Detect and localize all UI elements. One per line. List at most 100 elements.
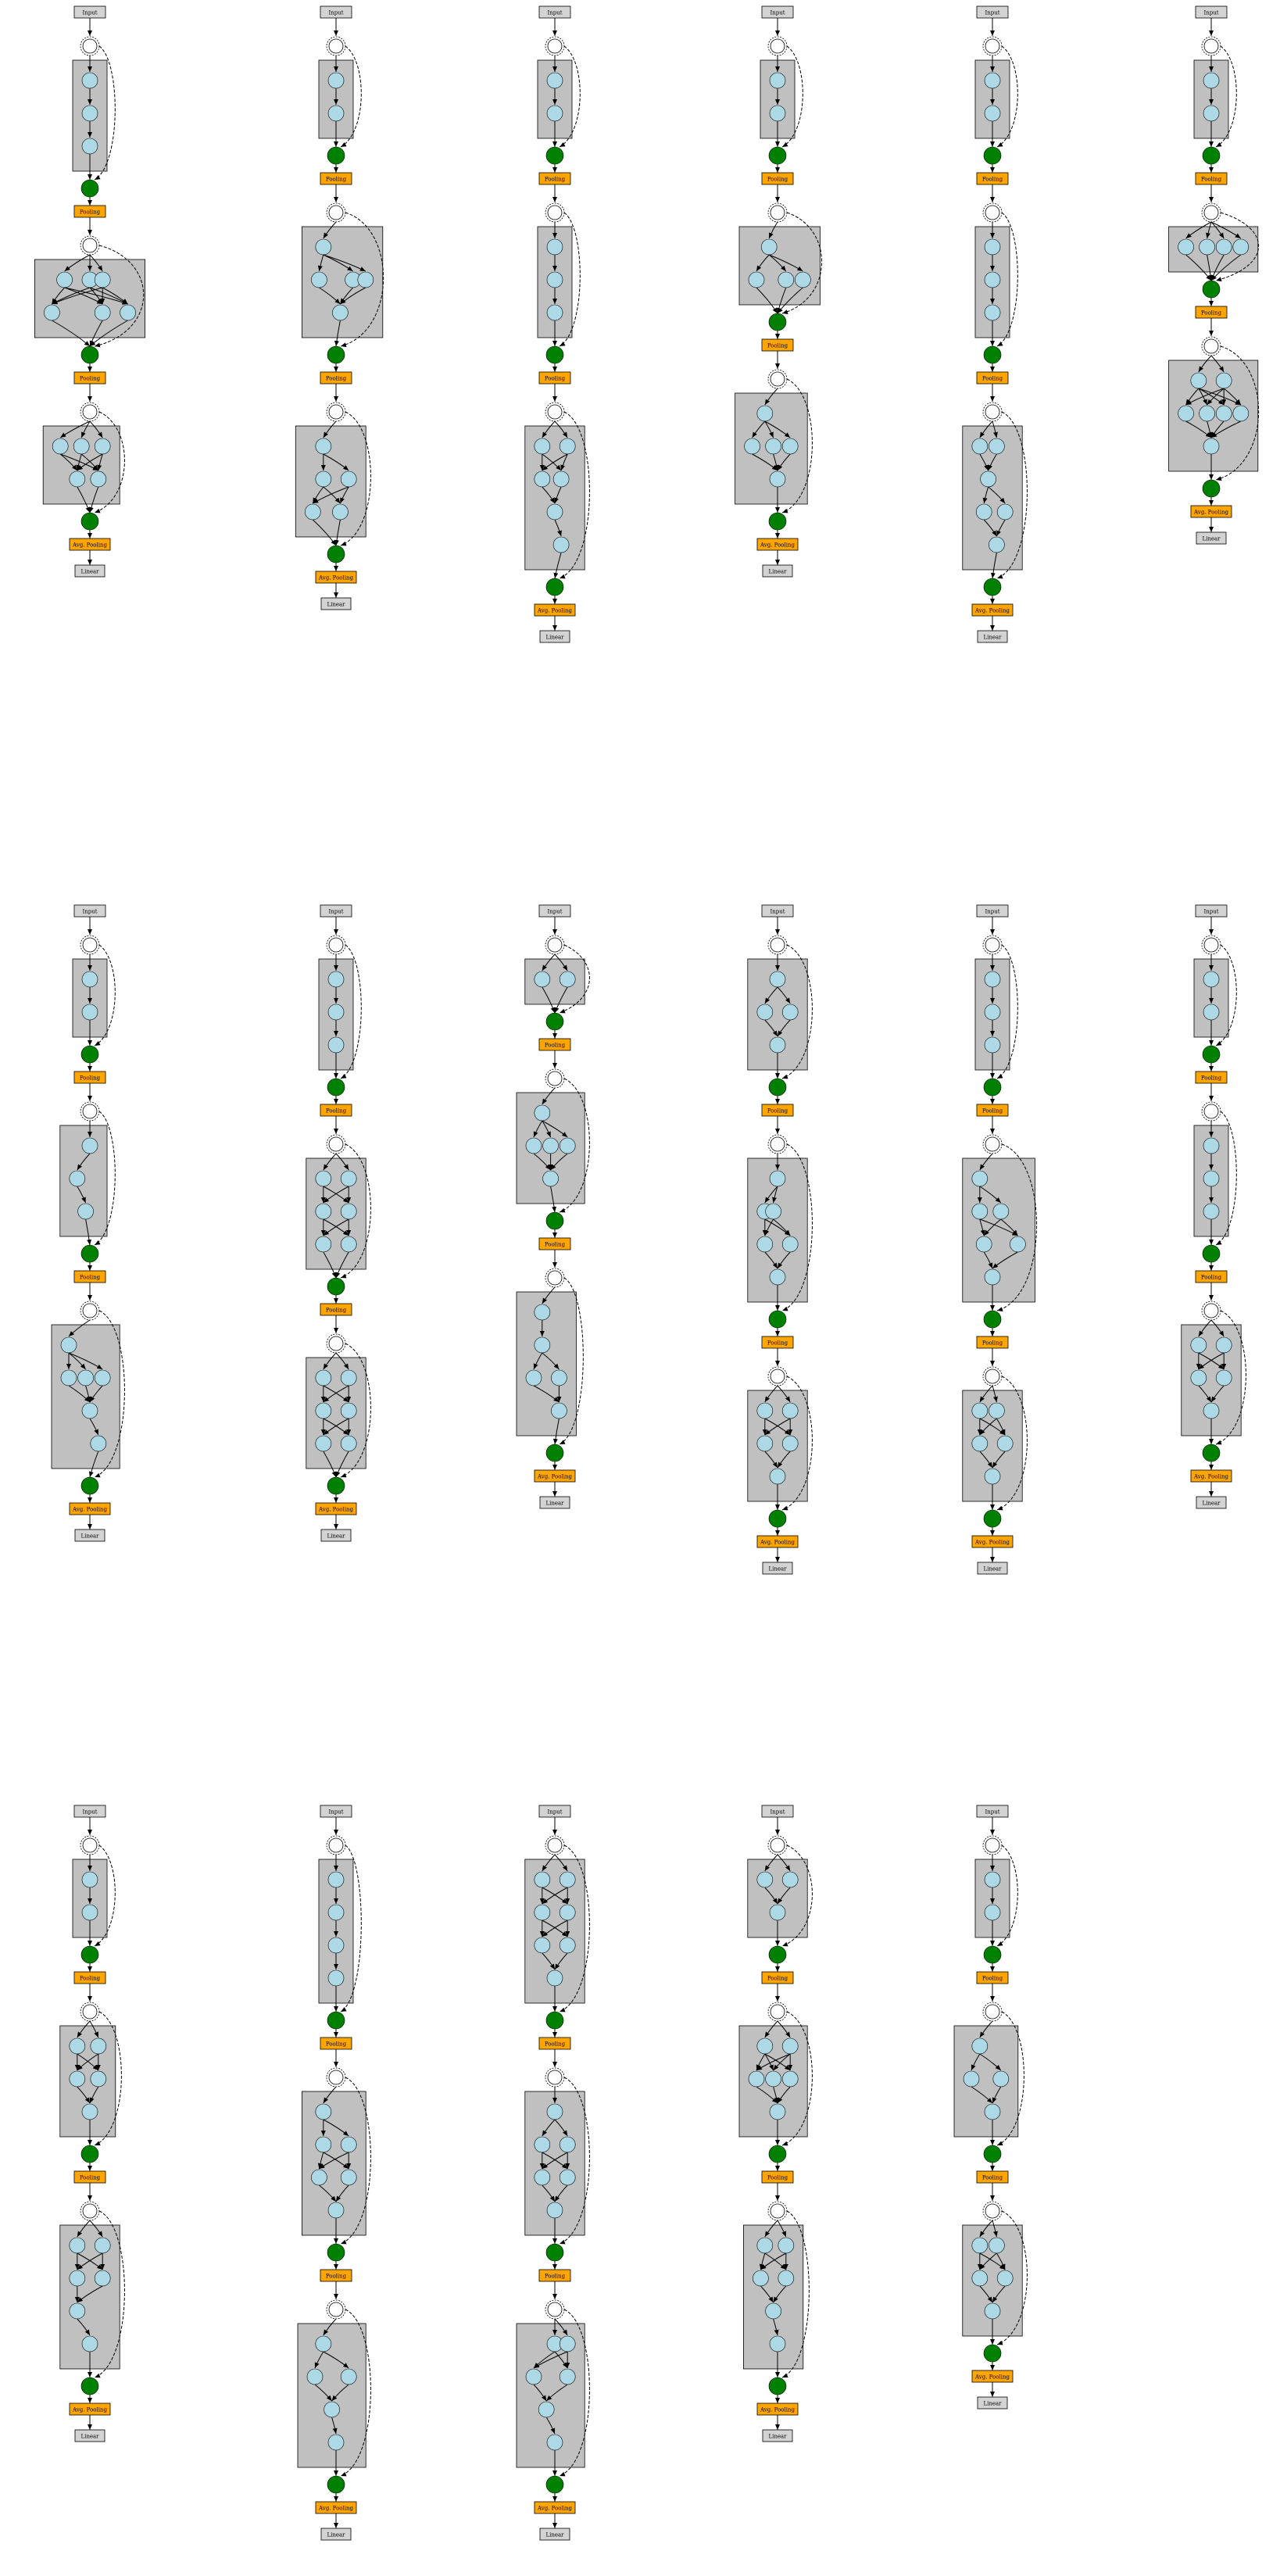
edge-arrow <box>323 1251 337 1279</box>
skip-edge-arrow <box>996 1143 1038 1311</box>
skip-edge-arrow <box>1215 944 1237 1046</box>
edge-arrow <box>1210 420 1242 438</box>
aggregation-node <box>983 1078 1002 1097</box>
operation-node <box>559 2169 576 2186</box>
edge-arrow <box>317 254 324 272</box>
operation-node <box>559 1137 576 1154</box>
linear-label: Linear <box>1202 1501 1221 1507</box>
linear-box <box>977 2396 1008 2410</box>
operation-node <box>1199 238 1215 256</box>
linear-label: Linear <box>768 569 787 575</box>
pooling-label: Pooling <box>326 2274 347 2280</box>
aggregation-node <box>1202 1244 1221 1263</box>
operation-node <box>989 2237 1005 2254</box>
linear-label: Linear <box>80 1533 99 1540</box>
edge-arrow <box>772 1186 778 1204</box>
edge-arrow <box>979 2020 993 2038</box>
operation-node <box>765 2070 781 2088</box>
edge-arrow <box>89 320 128 347</box>
operation-node <box>538 2401 555 2418</box>
linear-box <box>762 564 793 578</box>
edge-arrow <box>982 486 989 504</box>
operation-node <box>94 1369 111 1386</box>
edge-arrow <box>80 420 91 438</box>
aggregation-node <box>983 1509 1002 1528</box>
edge-arrow <box>979 2252 997 2270</box>
aggregation-node <box>327 545 345 564</box>
edge-arrow <box>992 2086 1002 2104</box>
avg-pooling-label: Avg. Pooling <box>537 608 572 614</box>
operation-node <box>69 2302 86 2320</box>
skip-edge-arrow <box>340 1143 371 1279</box>
aggregation-node <box>768 313 787 331</box>
edge-arrow <box>68 1319 91 1337</box>
linear-box <box>539 1496 570 1509</box>
aggregation-node <box>327 1277 345 1296</box>
skip-edge-arrow <box>94 1310 125 1478</box>
linear-label: Linear <box>545 1501 564 1507</box>
edge-arrow <box>323 1352 337 1370</box>
edge-arrow <box>1207 388 1225 406</box>
edge-arrow <box>773 2318 779 2336</box>
edge-arrow <box>323 453 349 471</box>
edge-arrow <box>542 1120 568 1138</box>
operation-node <box>332 304 349 321</box>
input-node-inner-icon <box>82 38 98 54</box>
aggregation-node <box>80 1945 99 1964</box>
operation-node <box>327 2434 345 2451</box>
edge-arrow <box>979 2220 993 2238</box>
input-node-inner-icon <box>985 38 1000 54</box>
operation-node <box>748 2070 765 2088</box>
edge-arrow <box>971 2053 981 2071</box>
edge-arrow <box>756 2053 791 2071</box>
linear-box <box>1196 531 1227 545</box>
edge-arrow <box>979 2053 1002 2071</box>
skip-edge-arrow <box>1215 345 1260 481</box>
operation-node <box>769 971 786 988</box>
edge-arrow <box>68 1352 86 1370</box>
operation-node <box>327 971 345 988</box>
operation-node <box>81 138 98 155</box>
pooling-label: Pooling <box>545 376 566 382</box>
skip-edge-arrow <box>559 1078 590 1213</box>
edge-arrow <box>542 453 568 471</box>
input-node-inner-icon <box>985 937 1000 953</box>
edge-arrow <box>314 2384 332 2402</box>
operation-node <box>765 2302 781 2320</box>
linear-box <box>74 1529 105 1542</box>
operation-node <box>781 1435 799 1452</box>
operation-node <box>984 971 1001 988</box>
edge-arrow <box>768 221 778 239</box>
operation-node <box>546 503 563 521</box>
edge-arrow <box>542 420 556 438</box>
edge-arrow <box>554 519 562 537</box>
pooling-label: Pooling <box>326 1108 347 1114</box>
operation-node <box>765 1203 781 1220</box>
operation-node <box>525 1137 542 1154</box>
linear-box <box>320 2528 352 2541</box>
linear-label: Linear <box>545 2532 564 2538</box>
edge-arrow <box>764 1418 791 1436</box>
edge-arrow <box>554 986 568 1014</box>
operation-node <box>1203 1402 1220 1419</box>
operation-node <box>971 2270 989 2287</box>
input-node-inner-icon <box>1203 937 1219 953</box>
aggregation-node <box>983 578 1002 596</box>
avg-pooling-label: Avg. Pooling <box>1193 1474 1228 1480</box>
operation-node <box>77 1203 94 1220</box>
edge-arrow <box>554 2318 568 2336</box>
operation-node <box>340 2368 357 2385</box>
operation-node <box>765 438 781 455</box>
operation-node <box>94 2270 111 2287</box>
operation-node <box>332 503 349 521</box>
avg-pooling-label: Avg. Pooling <box>974 1540 1010 1546</box>
operation-node <box>546 2434 563 2451</box>
input-node-inner-icon <box>770 205 785 220</box>
edge-arrow <box>996 519 1006 537</box>
operation-node <box>315 1369 332 1386</box>
edge-arrow <box>992 2285 1006 2303</box>
